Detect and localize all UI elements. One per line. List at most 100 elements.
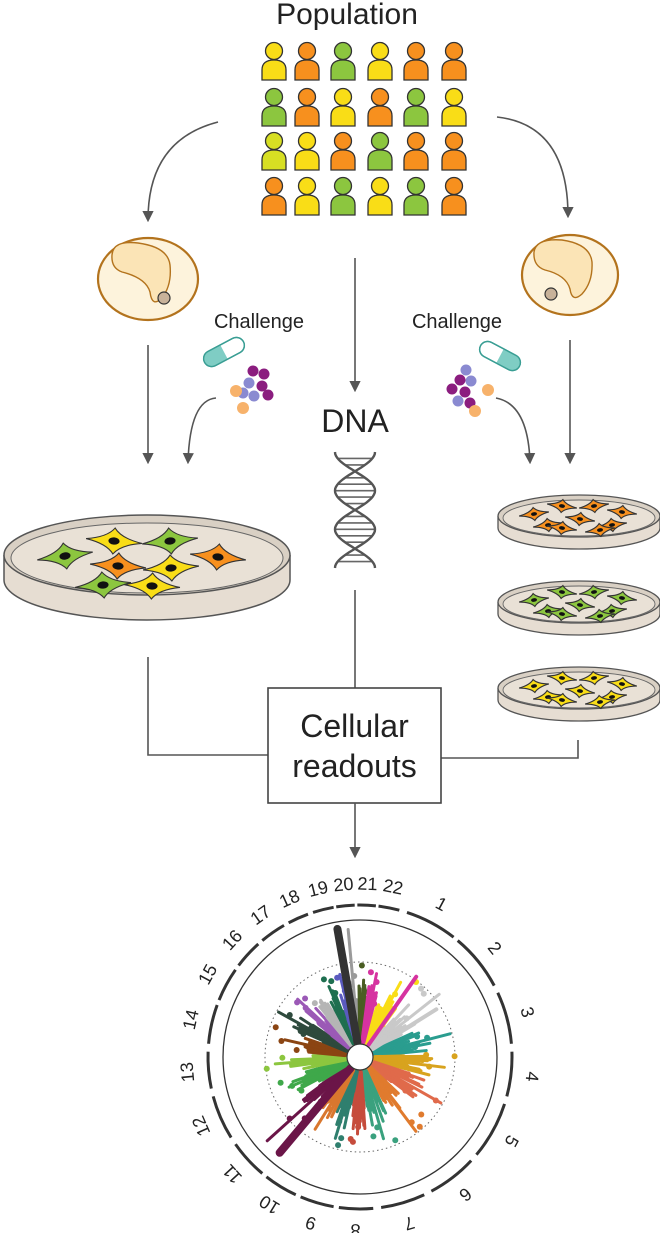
chromosome-label: 2 — [484, 938, 506, 958]
cultured-cell-icon — [606, 590, 638, 606]
challenge-label-right: Challenge — [412, 311, 502, 333]
person-icon — [441, 41, 467, 81]
plot-axis-circle — [222, 919, 498, 1195]
person-icon — [367, 87, 393, 127]
association-point — [294, 999, 301, 1006]
cultured-cell-icon — [606, 676, 638, 692]
association-point — [374, 1124, 381, 1131]
cultured-cell-icon — [518, 592, 550, 608]
person-icon — [330, 87, 356, 127]
person-icon — [261, 176, 287, 216]
chromosome-arc — [505, 1051, 514, 1097]
person-icon — [294, 176, 320, 216]
population-grid — [261, 41, 467, 216]
chromosome-arc — [237, 942, 260, 967]
cultured-cell-icon — [606, 504, 638, 520]
chromosome-label: 14 — [179, 1008, 203, 1032]
association-point — [408, 1119, 415, 1126]
chromosome-label: 16 — [218, 926, 246, 954]
nucleus-icon — [544, 287, 558, 301]
chromosome-label: 7 — [402, 1212, 417, 1233]
cultured-cell-icon — [564, 597, 596, 613]
capsule-icon — [478, 340, 522, 372]
cultured-cell-icon — [518, 506, 550, 522]
cultured-cell-icon — [74, 571, 132, 599]
association-signal — [373, 1049, 428, 1058]
left-cell — [96, 236, 200, 322]
cultured-cell-icon — [546, 606, 578, 622]
association-point — [277, 1079, 284, 1086]
association-point — [418, 1111, 425, 1118]
chromosome-label: 1 — [432, 893, 450, 915]
cultured-cell-icon — [578, 498, 610, 514]
association-point — [326, 1105, 333, 1112]
plot-center — [346, 1043, 374, 1071]
arrow-challenge-left — [182, 397, 217, 465]
dna-label: DNA — [321, 403, 389, 439]
arrow-population-left — [142, 121, 219, 223]
cultured-cell-icon — [578, 670, 610, 686]
association-point — [272, 1024, 279, 1031]
nucleus-icon — [157, 291, 171, 305]
chromosome-label: 21 — [357, 873, 378, 894]
chromosome-arc — [456, 939, 496, 987]
association-point — [424, 1034, 431, 1041]
association-point — [416, 1123, 423, 1130]
association-point — [298, 1087, 305, 1094]
person-icon — [367, 176, 393, 216]
cultured-cell-icon — [123, 572, 181, 600]
association-point — [392, 991, 399, 998]
association-point — [302, 1004, 309, 1011]
chromosome-label: 15 — [194, 961, 221, 988]
person-icon — [441, 176, 467, 216]
association-point — [263, 1065, 270, 1072]
molecules-icon-right — [446, 364, 494, 417]
arrow-population-right — [496, 116, 574, 219]
population-title: Population — [276, 0, 418, 31]
person-icon — [330, 176, 356, 216]
chromosome-arc — [217, 968, 237, 1001]
person-icon — [294, 87, 320, 127]
chromosome-label: 17 — [247, 901, 275, 929]
association-point — [358, 962, 365, 969]
cultured-cell-icon — [584, 694, 616, 710]
chromosome-arc — [430, 1159, 473, 1193]
chromosome-arc — [234, 1143, 264, 1175]
association-point — [328, 1009, 335, 1016]
chromosome-label: 11 — [219, 1160, 246, 1187]
chromosome-arc — [207, 1004, 219, 1044]
cultured-cell-icon — [518, 678, 550, 694]
chromosome-arc — [335, 903, 355, 909]
association-point — [338, 1135, 345, 1142]
association-point — [311, 1000, 318, 1007]
small-culture-dish — [497, 580, 660, 636]
person-icon — [403, 131, 429, 171]
chromosome-label: 18 — [276, 886, 302, 912]
cellular-readouts-box — [267, 687, 442, 804]
cultured-cell-icon — [89, 552, 147, 580]
challenge-label-left: Challenge — [214, 311, 304, 333]
capsule-icon — [202, 336, 246, 368]
chromosome-label: 5 — [500, 1132, 522, 1150]
chromosome-label: 22 — [381, 875, 404, 898]
association-point — [418, 985, 425, 992]
chromosome-label: 6 — [455, 1183, 475, 1205]
small-culture-dishes — [497, 494, 660, 722]
association-point — [414, 1033, 421, 1040]
association-point — [320, 976, 327, 983]
person-icon — [367, 41, 393, 81]
association-point — [289, 1082, 296, 1089]
association-point — [404, 1071, 411, 1078]
person-icon — [330, 131, 356, 171]
chromosome-arc — [338, 1206, 374, 1211]
person-icon — [403, 87, 429, 127]
chromosome-label: 4 — [522, 1071, 543, 1083]
association-point — [423, 1051, 430, 1058]
association-point — [302, 995, 309, 1002]
association-point — [412, 1044, 419, 1051]
association-point — [297, 1028, 304, 1035]
large-culture-dish — [3, 514, 291, 621]
small-culture-dish — [497, 666, 660, 722]
association-point — [351, 972, 358, 979]
association-point — [451, 1053, 458, 1060]
